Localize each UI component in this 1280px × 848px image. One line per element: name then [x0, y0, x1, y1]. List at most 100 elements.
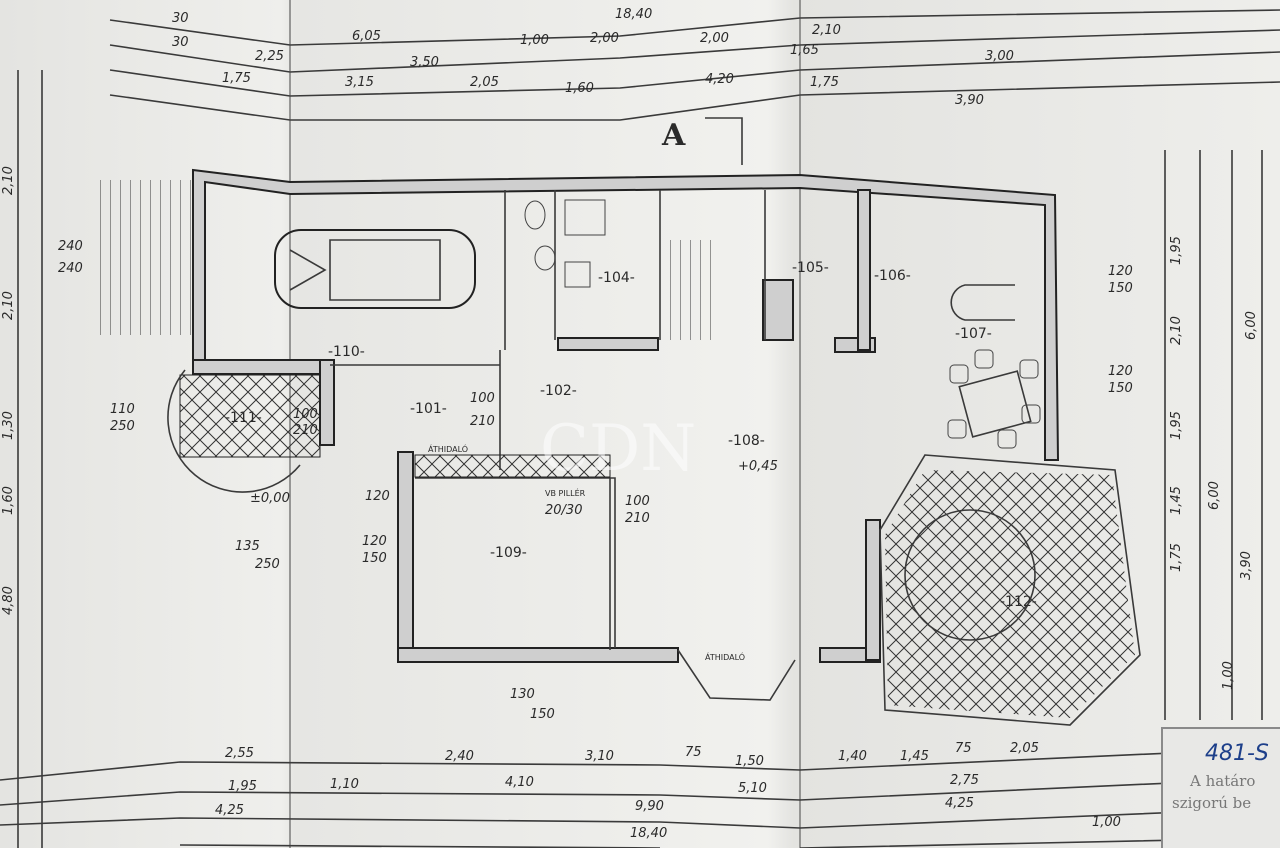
room-106: -106-: [874, 268, 911, 284]
dimension: 1,75: [1169, 543, 1184, 572]
dimension: 2,10: [1169, 316, 1184, 345]
room-101: -101-: [410, 401, 447, 417]
section-marker-line: [705, 117, 743, 165]
dimension: 2,55: [225, 746, 254, 761]
level-entry: ±0,00: [250, 491, 290, 506]
level-108: +0,45: [738, 459, 778, 474]
opening-height: 210: [293, 423, 318, 438]
dimension: 1,10: [330, 777, 359, 792]
opening-height: 250: [255, 557, 280, 572]
dimension: 1,65: [790, 43, 819, 58]
pillar-label: VB PILLÉR: [545, 487, 586, 498]
room-112: -112-: [1000, 594, 1037, 610]
opening-width: 100: [293, 407, 318, 422]
left-dimensions: 2,10 2,10 1,30 1,60 4,80: [1, 166, 16, 615]
authority-stamp: 481-S A határo szigorú be: [1161, 727, 1280, 848]
dimension: 18,40: [630, 826, 667, 841]
top-dimensions: 18,40 6,05 3,50 3,15 2,25 1,75 2,05 1,60…: [172, 7, 1014, 108]
opening-height: 150: [530, 707, 555, 722]
opening-width: 130: [510, 687, 535, 702]
dimension: 3,90: [955, 93, 984, 108]
section-marker: A: [661, 118, 686, 153]
toilet-icon: [524, 199, 606, 288]
dimension: 6,00: [1207, 481, 1222, 510]
dimension: 1,00: [1221, 661, 1236, 690]
room-107: -107-: [955, 326, 992, 342]
room-109: -109-: [490, 545, 527, 561]
dining-table-icon: [947, 349, 1041, 449]
dimension: 1,40: [838, 749, 867, 764]
room-102: -102-: [540, 383, 577, 399]
dimension: 2,05: [470, 75, 499, 90]
pillar-size: 20/30: [545, 503, 582, 518]
terrace-111-hatch: [179, 374, 321, 458]
dimension: 2,40: [445, 749, 474, 764]
terrace-112-hatch: [885, 470, 1135, 718]
opening-height: 150: [362, 551, 387, 566]
dimension: 4,80: [1, 586, 16, 615]
dimension: 1,50: [735, 754, 764, 769]
room-108: -108-: [728, 433, 765, 449]
opening-width: 120: [362, 534, 387, 549]
dimension: 2,25: [255, 49, 284, 64]
lintel-label: ÁTHIDALÓ: [705, 651, 745, 662]
dimension: 1,45: [1169, 486, 1184, 515]
watermark: CDN: [540, 412, 696, 486]
kitchen-counter: [950, 284, 1015, 321]
notes: ÁTHIDALÓ ÁTHIDALÓ VB PILLÉR 20/30 +0,45 …: [250, 443, 778, 662]
dimension: 2,05: [1010, 741, 1039, 756]
opening-height: 120: [365, 489, 390, 504]
dimension: 2,00: [700, 31, 729, 46]
lintel-hatch: [414, 454, 611, 478]
opening-width: 135: [235, 539, 260, 554]
opening-width: 120: [1108, 264, 1133, 279]
dimension: 3,10: [585, 749, 614, 764]
dimension: 3,15: [345, 75, 374, 90]
dimension: 30: [172, 35, 189, 50]
dimension: 1,60: [1, 486, 16, 515]
door-swing-111: [167, 369, 301, 493]
dimension: 5,10: [738, 781, 767, 796]
room-105: -105-: [792, 260, 829, 276]
dimension: 2,00: [590, 31, 619, 46]
dimension: 3,00: [985, 49, 1014, 64]
dimension: 75: [685, 745, 702, 760]
dimension: 2,10: [1, 166, 16, 195]
dimension: 30: [172, 11, 189, 26]
opening-height: 150: [1108, 281, 1133, 296]
opening-width: 100: [625, 494, 650, 509]
dimension: 6,05: [352, 29, 381, 44]
dimension: 3,90: [1239, 551, 1254, 580]
side-dimension-lines: [17, 70, 1263, 848]
dimension: 1,00: [520, 33, 549, 48]
opening-height: 150: [1108, 381, 1133, 396]
dimension: 2,10: [1, 291, 16, 320]
room-104: -104-: [598, 270, 635, 286]
opening-height: 240: [58, 261, 83, 276]
dimension: 1,95: [1169, 236, 1184, 265]
lintel-label: ÁTHIDALÓ: [428, 443, 468, 454]
dimension: 4,25: [215, 803, 244, 818]
room-111: -111-: [225, 410, 262, 426]
dimension: 1,00: [1092, 815, 1121, 830]
dimension: 75: [955, 741, 972, 756]
dimension: 1,95: [1169, 411, 1184, 440]
dimension: 1,30: [1, 411, 16, 440]
opening-height: 250: [110, 419, 135, 434]
opening-width: 110: [110, 402, 135, 417]
opening-width: 240: [58, 239, 83, 254]
dimension: 1,95: [228, 779, 257, 794]
dimension: 3,50: [410, 55, 439, 70]
dimension: 1,45: [900, 749, 929, 764]
dimension: 2,10: [812, 23, 841, 38]
car-icon: [274, 229, 476, 309]
dimension: 4,20: [705, 72, 734, 87]
dimension: 2,75: [950, 773, 979, 788]
right-dimensions: 1,95 2,10 1,95 1,45 1,75 6,00 6,00 3,90 …: [1169, 236, 1259, 690]
stamp-line: szigorú be: [1172, 794, 1251, 812]
opening-sizes: 100 210 100 210 100 210 120 150 120 150 …: [58, 239, 1133, 722]
opening-width: 120: [1108, 364, 1133, 379]
dimension: 9,90: [635, 799, 664, 814]
